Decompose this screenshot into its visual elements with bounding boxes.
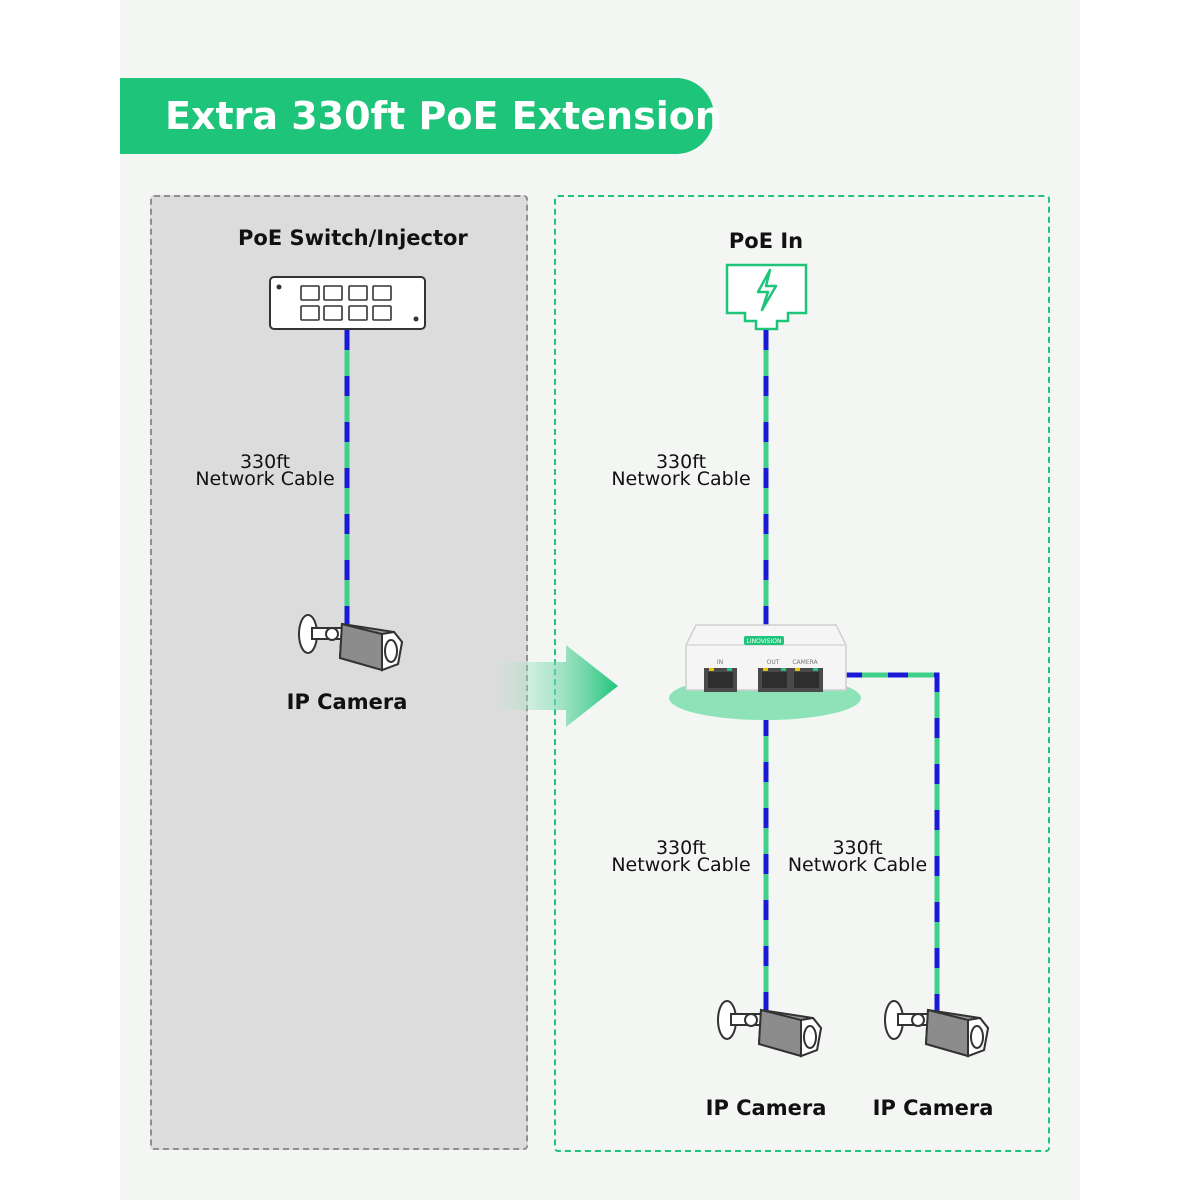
cable-length: 330ft	[832, 837, 883, 859]
left-cable-label: 330ft Network Cable	[190, 451, 340, 490]
out-cable-label: 330ft Network Cable	[606, 837, 756, 876]
extender-port-camera-label: CAMERA	[792, 659, 818, 666]
left-camera-label: IP Camera	[286, 690, 408, 714]
poe-in-port-icon	[725, 263, 808, 331]
camera-network-cable	[842, 672, 940, 1012]
extender-port-out-label: OUT	[767, 659, 780, 666]
camera-cable-label: 330ft Network Cable	[780, 837, 935, 876]
ip-camera-icon	[298, 614, 404, 672]
top-cable-label: 330ft Network Cable	[606, 451, 756, 490]
cable-type: Network Cable	[787, 854, 928, 876]
title-banner: Extra 330ft PoE Extension	[120, 78, 722, 154]
cable-type: Network Cable	[611, 468, 751, 490]
poe-extender-device: LINOVISION IN OUT CAMERA	[669, 624, 861, 720]
cable-length: 330ft	[655, 451, 707, 473]
cable-type: Network Cable	[611, 854, 751, 876]
cable-length: 330ft	[655, 837, 707, 859]
banner-title: Extra 330ft PoE Extension	[165, 94, 722, 138]
ip-camera-icon	[717, 1000, 823, 1058]
poe-in-title: PoE In	[728, 229, 804, 253]
cable-type: Network Cable	[195, 468, 335, 490]
ip-camera-icon	[884, 1000, 990, 1058]
transition-arrow-icon	[500, 645, 618, 727]
right-camera-left-label: IP Camera	[705, 1096, 827, 1120]
extender-brand: LINOVISION	[747, 638, 782, 645]
extender-port-in-label: IN	[717, 659, 723, 666]
poe-switch-icon	[269, 276, 426, 330]
right-camera-right-label: IP Camera	[872, 1096, 994, 1120]
switch-title: PoE Switch/Injector	[238, 226, 468, 250]
cable-length: 330ft	[239, 451, 291, 473]
